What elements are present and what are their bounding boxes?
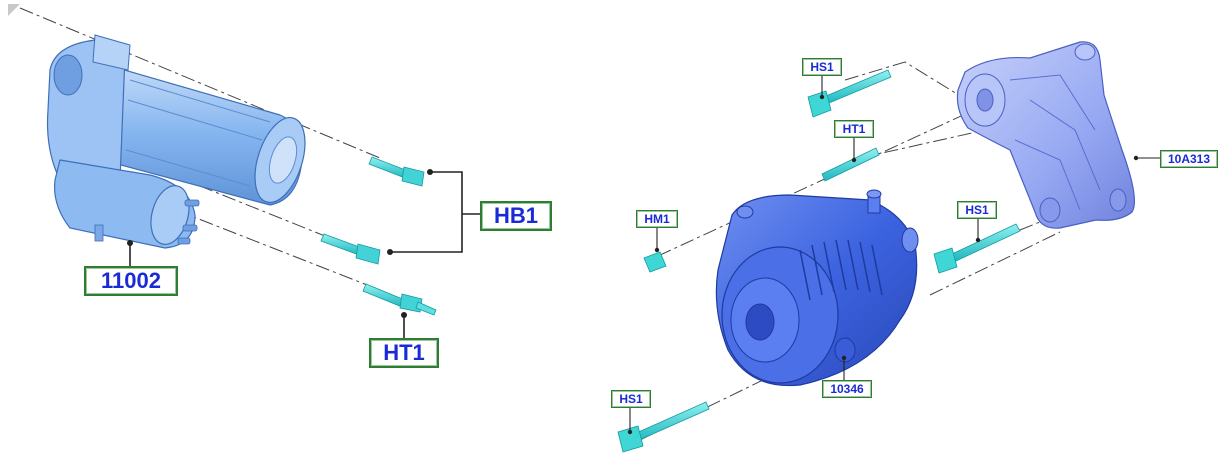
bolt-hs1-bottom: [617, 401, 710, 453]
starter-leader-dots: [127, 169, 433, 318]
callout-11002[interactable]: 11002: [84, 266, 178, 296]
callout-ht1-starter[interactable]: HT1: [369, 338, 439, 368]
alternator-leaders: [629, 75, 1160, 432]
callout-10346[interactable]: 10346: [822, 380, 872, 398]
callout-hb1[interactable]: HB1: [480, 201, 552, 231]
callout-hm1[interactable]: HM1: [636, 210, 678, 228]
alternator-bracket: [956, 41, 1136, 229]
starter-bolt-lower: [320, 233, 381, 265]
callout-10a313[interactable]: 10A313: [1160, 150, 1218, 168]
nut-hm1: [643, 251, 667, 273]
stud-ht1-right: [821, 147, 880, 182]
corner-mark: [8, 4, 20, 16]
starter-motor: [46, 34, 306, 249]
callout-hs1-top[interactable]: HS1: [802, 58, 842, 76]
alternator: [715, 189, 919, 387]
bolt-hs1-top: [807, 69, 892, 118]
callout-hs1-bottom[interactable]: HS1: [611, 390, 651, 408]
callout-hs1-mid[interactable]: HS1: [957, 201, 997, 219]
starter-stud: [362, 283, 437, 316]
starter-bolt-upper: [368, 156, 425, 187]
alternator-leader-dots: [627, 94, 1139, 435]
bolt-hs1-mid: [933, 223, 1021, 274]
callout-ht1-alternator[interactable]: HT1: [834, 120, 874, 138]
